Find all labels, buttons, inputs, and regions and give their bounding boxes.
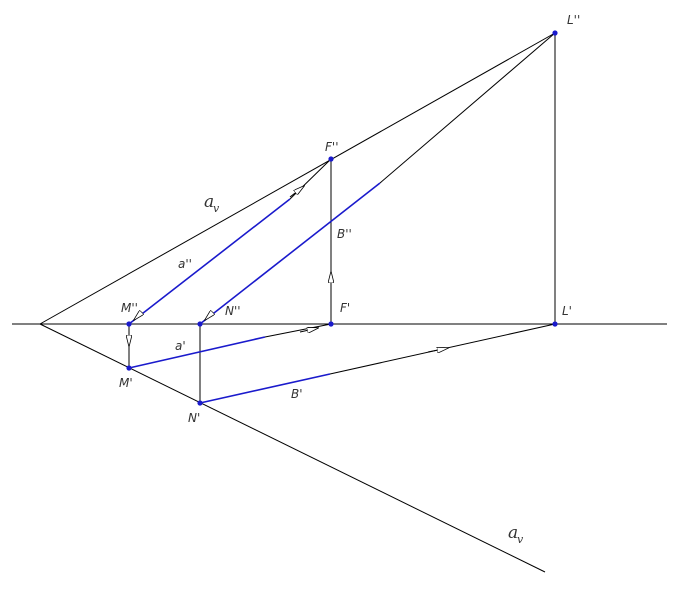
label-av-upper: a bbox=[204, 192, 214, 212]
label-b1: B' bbox=[291, 387, 303, 401]
line-a1-blue bbox=[128, 336, 266, 369]
arrow-a2 bbox=[289, 186, 304, 198]
arrow-n2 bbox=[205, 312, 213, 320]
line-a1-black bbox=[264, 323, 332, 338]
line-a2-blue bbox=[128, 198, 291, 325]
point-n1 bbox=[197, 400, 203, 406]
line-l2-n2-blue bbox=[199, 182, 381, 325]
label-a2: a'' bbox=[178, 257, 192, 271]
point-l2 bbox=[552, 30, 558, 36]
label-n2: N'' bbox=[225, 304, 241, 318]
point-m1 bbox=[126, 365, 132, 371]
line-l2-n2-black bbox=[379, 32, 556, 184]
point-l1 bbox=[552, 321, 558, 327]
label-f1: F' bbox=[340, 301, 350, 315]
point-f2 bbox=[328, 156, 334, 162]
label-l1: L' bbox=[562, 304, 572, 318]
point-m2 bbox=[126, 321, 132, 327]
label-f2: F'' bbox=[325, 140, 339, 154]
lower-trace-line bbox=[39, 323, 546, 573]
label-av-lower: a bbox=[508, 523, 518, 543]
arrow-m2 bbox=[134, 312, 142, 320]
label-m2: M'' bbox=[121, 301, 138, 315]
label-av-upper-sub: v bbox=[213, 202, 220, 215]
arrow-b1 bbox=[427, 348, 448, 352]
label-m1: M' bbox=[119, 376, 133, 390]
upper-trace-line bbox=[39, 32, 556, 325]
label-av-lower-sub: v bbox=[517, 533, 524, 546]
label-n1: N' bbox=[188, 411, 200, 425]
arrow-a1 bbox=[299, 328, 318, 332]
label-b2: B'' bbox=[337, 227, 352, 241]
line-b1-blue bbox=[199, 373, 331, 404]
label-a1: a' bbox=[175, 339, 186, 353]
point-f1 bbox=[328, 321, 334, 327]
label-l2: L'' bbox=[567, 13, 580, 27]
point-n2 bbox=[197, 321, 203, 327]
